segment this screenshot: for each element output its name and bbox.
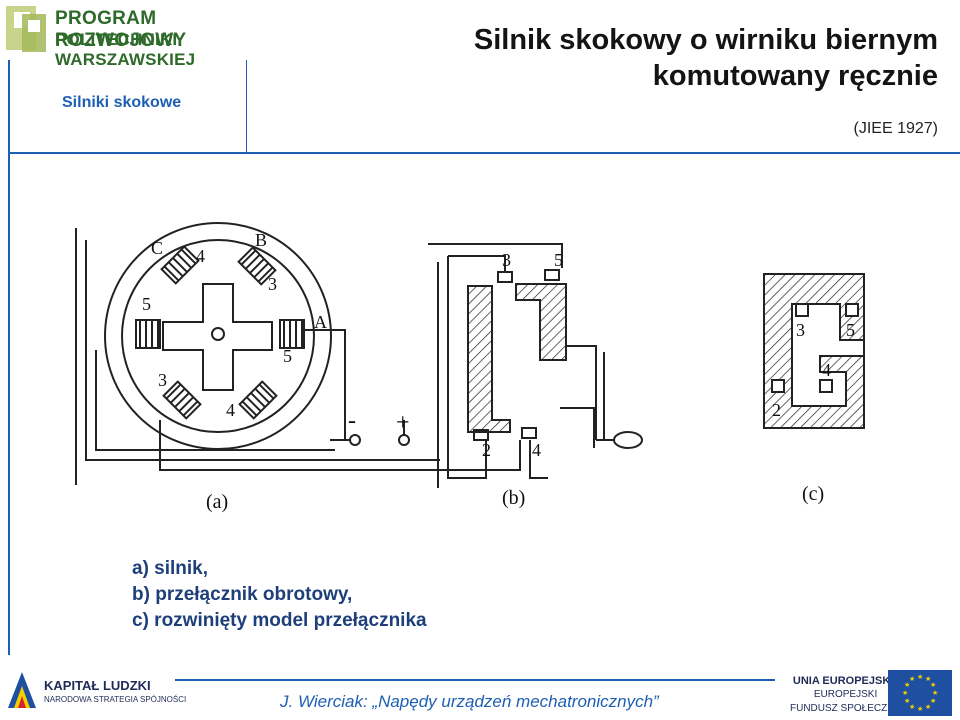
eu-line2: EUROPEJSKI — [813, 689, 878, 700]
terminal-minus-label: - — [348, 408, 356, 434]
terminal-plus-label: + — [396, 410, 410, 436]
logo-line2: POLITECHNIKI WARSZAWSKIEJ — [55, 30, 196, 69]
panel-label-a: (a) — [206, 491, 228, 513]
frame-divider-header — [246, 60, 247, 154]
footer-divider — [175, 679, 775, 681]
switch-model-drawing — [763, 273, 865, 429]
terminal-plus — [398, 434, 410, 446]
coil-right — [279, 319, 305, 349]
switch-label-2: 2 — [482, 440, 491, 460]
switch-stator — [467, 285, 511, 433]
section-label: Silniki skokowe — [62, 94, 182, 111]
caption-line3: c) rozwinięty model przełącznika — [132, 610, 427, 631]
motor-wire-plus — [159, 420, 521, 471]
svg-text:★: ★ — [917, 705, 923, 713]
switch-wires — [428, 243, 563, 488]
crank-handle — [613, 431, 643, 449]
svg-text:★: ★ — [932, 689, 938, 697]
label-5-right: 5 — [283, 346, 292, 366]
model-label-4: 4 — [822, 360, 831, 380]
model-label-5: 5 — [846, 320, 855, 340]
page-title: Silnik skokowy o wirniku biernym komutow… — [474, 22, 938, 94]
svg-text:★: ★ — [917, 673, 923, 681]
label-4-bottom: 4 — [226, 400, 235, 420]
switch-labels: 3 5 2 4 — [482, 250, 563, 460]
rotor-shaft — [211, 327, 225, 341]
kl-line1: KAPITAŁ LUDZKI — [44, 678, 151, 693]
frame-divider-top — [8, 152, 960, 154]
label-b: B — [255, 230, 267, 250]
panel-label-b: (b) — [502, 487, 525, 509]
model-contact-5 — [845, 303, 859, 317]
switch-label-4: 4 — [532, 440, 541, 460]
switch-rotor — [515, 283, 567, 361]
eu-line1: UNIA EUROPEJSKA — [792, 675, 899, 687]
label-3-top: 3 — [268, 274, 277, 294]
panel-label-c: (c) — [802, 483, 824, 505]
model-labels: 3 5 4 2 — [772, 320, 855, 420]
switch-contact-5 — [544, 269, 560, 281]
svg-text:★: ★ — [904, 681, 910, 689]
figure-caption: a) silnik, b) przełącznik obrotowy, c) r… — [132, 556, 427, 634]
model-cutout — [791, 303, 865, 407]
coil-bottom-left — [162, 380, 202, 420]
switch-contact-4 — [521, 427, 537, 439]
model-contact-4 — [819, 379, 833, 393]
kl-line2: NARODOWA STRATEGIA SPÓJNOŚCI — [44, 695, 187, 704]
switch-contact-3 — [497, 271, 513, 283]
caption-line2: b) przełącznik obrotowy, — [132, 584, 353, 605]
rotary-switch-drawing — [428, 243, 643, 488]
label-5-left: 5 — [142, 294, 151, 314]
switch-label-5: 5 — [554, 250, 563, 270]
motor-wire-left — [75, 228, 440, 485]
title-line2: komutowany ręcznie — [652, 60, 938, 92]
model-contact-2 — [771, 379, 785, 393]
svg-text:★: ★ — [930, 697, 936, 705]
rotor — [162, 283, 273, 391]
frame-divider-left — [8, 60, 10, 655]
svg-text:★: ★ — [909, 703, 915, 711]
svg-text:★: ★ — [925, 703, 931, 711]
eu-label: UNIA EUROPEJSKA EUROPEJSKI FUNDUSZ SPOŁE… — [790, 674, 901, 716]
switch-label-3: 3 — [502, 250, 511, 270]
model-contact-3 — [795, 303, 809, 317]
label-a: A — [314, 312, 327, 332]
coil-left — [135, 319, 161, 349]
stator-inner — [121, 239, 315, 433]
label-3-bottom: 3 — [158, 370, 167, 390]
source-citation: (JIEE 1927) — [853, 120, 938, 137]
logo-line1: PROGRAM ROZWOJOWY — [55, 8, 187, 51]
svg-text:★: ★ — [909, 675, 915, 683]
model-label-3: 3 — [796, 320, 805, 340]
panel-labels: (a) (b) (c) — [206, 483, 824, 513]
eu-flag-icon: ★★★ ★★★ ★★★ ★★★ — [888, 670, 952, 716]
kapital-ludzki-icon — [8, 672, 36, 708]
coil-top-left — [160, 245, 200, 285]
footer-author: J. Wierciak: „Napędy urządzeń mechatroni… — [280, 692, 659, 711]
label-c: C — [151, 238, 163, 258]
svg-text:★: ★ — [902, 689, 908, 697]
caption-line1: a) silnik, — [132, 558, 209, 579]
eu-line3: FUNDUSZ SPOŁECZNY — [790, 703, 902, 714]
svg-text:★: ★ — [904, 697, 910, 705]
title-line1: Silnik skokowy o wirniku biernym — [473, 24, 938, 56]
svg-text:★: ★ — [925, 675, 931, 683]
model-label-2: 2 — [772, 400, 781, 420]
pw-logo-icon — [6, 6, 46, 52]
switch-crank — [566, 345, 616, 441]
coil-top-right — [237, 246, 277, 286]
terminal-minus — [349, 434, 361, 446]
motor-drawing — [75, 222, 521, 485]
program-logo: PROGRAM ROZWOJOWY POLITECHNIKI WARSZAWSK… — [0, 0, 245, 69]
svg-text:★: ★ — [930, 681, 936, 689]
label-4-top: 4 — [196, 246, 205, 266]
motor-labels: C B A 4 3 5 5 3 4 - + — [142, 230, 410, 436]
switch-shaft — [560, 407, 595, 448]
coil-bottom-right — [238, 380, 278, 420]
